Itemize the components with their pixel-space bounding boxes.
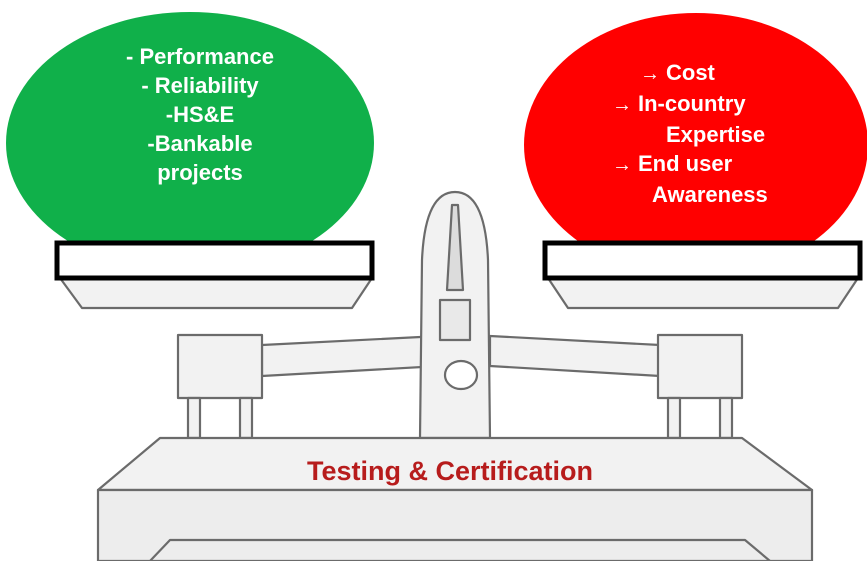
- left-support: [176, 333, 264, 400]
- right-pan-line: Awareness: [652, 182, 768, 207]
- left-leg: [186, 396, 202, 440]
- left-pan-bowl: [58, 276, 374, 310]
- right-pan-line: Expertise: [666, 122, 766, 147]
- right-pan-bowl: [546, 276, 860, 310]
- base-label: Testing & Certification: [306, 456, 594, 486]
- scale-pivot: [443, 359, 479, 391]
- right-leg: [718, 396, 734, 440]
- scale-needle: [445, 203, 465, 292]
- scale-base-front: [96, 488, 814, 561]
- right-arrow-icon: →: [612, 94, 632, 116]
- left-pan-line: projects: [157, 160, 243, 185]
- right-pan-line: →End user: [600, 149, 820, 180]
- right-pan-line: →In-country: [600, 89, 820, 120]
- right-pan-line: →Cost: [600, 58, 820, 89]
- right-pan-rim: [542, 240, 863, 281]
- left-pan-rim: [54, 240, 375, 281]
- right-pan-circle: [524, 13, 867, 277]
- scale-base-inner: [149, 538, 771, 561]
- left-leg: [238, 396, 254, 440]
- right-arrow-icon: →: [612, 154, 632, 176]
- right-leg: [666, 396, 682, 440]
- scale-beam: [260, 334, 442, 378]
- left-pan-line: -HS&E: [165, 102, 235, 127]
- scale-beam: [488, 334, 662, 378]
- right-support: [656, 333, 744, 400]
- scale-needle: [438, 298, 472, 342]
- left-pan-line: - Reliability: [141, 73, 259, 98]
- left-pan-text: - Performance - Reliability -HS&E -Banka…: [95, 42, 305, 187]
- left-pan-circle: [6, 12, 374, 274]
- left-pan-line: -Bankable: [147, 131, 253, 156]
- right-pan-text: →Cost →In-country Expertise →End user Aw…: [600, 58, 820, 209]
- left-pan-line: - Performance: [126, 44, 274, 69]
- right-arrow-icon: →: [640, 63, 660, 85]
